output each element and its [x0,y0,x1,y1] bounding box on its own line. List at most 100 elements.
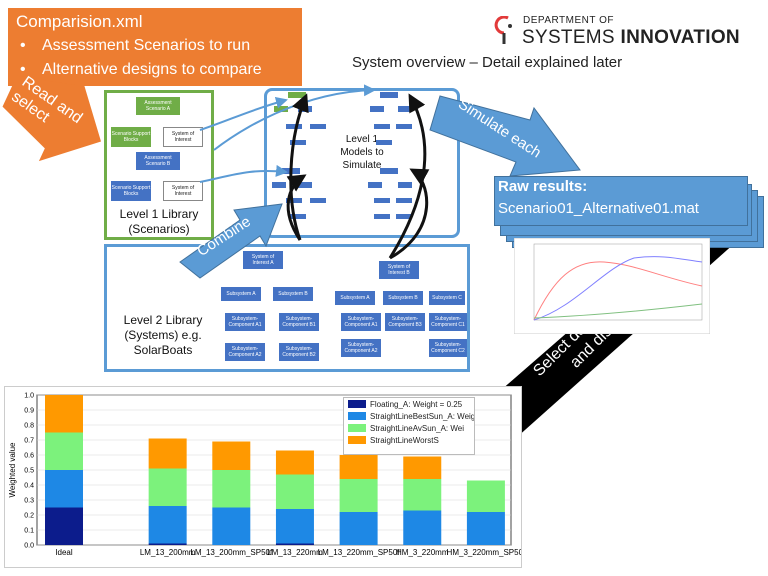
scenario-a-node: Assessment Scenario A [136,97,180,115]
component-c2-node: Subsystem-Component C2 [429,339,467,357]
x-tick-label: HM_3_220mm [396,548,449,557]
subsystem-b-node: Subsystem B [383,291,423,305]
bar-segment [275,543,314,545]
x-tick-label: Ideal [55,548,73,557]
support-blocks-node: Scenario Support Blocks [111,127,151,147]
x-tick-label: LM_13_220mm [267,548,323,557]
legend-label: StraightLineAvSun_A: Wei [370,423,464,433]
raw-results-title: Raw results: [498,178,588,195]
soi-a-node: System of Interest A [243,251,283,269]
x-tick-label: LM_13_200mm [140,548,196,557]
bar-segment [212,441,251,470]
soi-node: System of Interest [163,127,203,147]
y-tick-label: 0.7 [24,438,34,445]
chart-canvas: 0.0 0.1 0.2 0.3 0.4 0.5 0.6 0.7 0.8 0.9 1.0Weighte… [8,393,526,558]
bar-segment [212,507,251,545]
level1-caption: Level 1 Library (Scenarios) [119,207,199,236]
legend-label: StraightLineBestSun_A: Weight [370,411,474,421]
component-a2-node: Subsystem-Component A2 [341,339,381,357]
y-tick-label: 0.1 [24,528,34,535]
legend-entry: Floating_A: Weight = 0.25 [344,398,474,410]
level1-models-panel: Level 1 Models to Simulate [264,88,460,238]
legend-swatch [348,412,366,420]
bar-segment [45,507,83,545]
y-tick-label: 0.0 [24,543,34,550]
legend-entry: StraightLineAvSun_A: Wei [344,422,474,434]
bar-segment [339,512,378,545]
subsystem-a-node: Subsystem A [221,287,261,301]
component-a1-node: Subsystem-Component A1 [341,313,381,331]
x-tick-label: HM_3_220mm_SP50f [447,548,521,557]
legend-entry: StraightLineWorstS [344,434,474,446]
legend-swatch [348,436,366,444]
y-tick-label: 0.3 [24,498,34,505]
legend-entry: StraightLineBestSun_A: Weight [344,410,474,422]
subsystem-a-node: Subsystem A [335,291,375,305]
component-a2-node: Subsystem-Component A2 [225,343,265,361]
logo-innovation: INNOVATION [620,27,740,48]
legend-swatch [348,400,366,408]
bar-segment [275,450,314,475]
models-caption: Level 1 Models to Simulate [340,134,384,171]
chart-legend: Floating_A: Weight = 0.25 StraightLineBe… [343,397,475,455]
y-tick-label: 0.5 [24,468,34,475]
bar-segment [403,510,442,545]
y-tick-label: 0.4 [24,483,34,490]
bar-segment [148,438,187,469]
y-tick-label: 1.0 [24,393,34,400]
y-tick-label: 0.8 [24,423,34,430]
soi-node: System of Interest [163,181,203,201]
component-b1-node: Subsystem-Component B1 [279,313,319,331]
bar-segment [466,512,505,545]
callout-bullet: Alternative designs to compare [20,58,262,82]
callout-bullets: Assessment Scenarios to run Alternative … [20,34,262,82]
soi-b-node: System of Interest B [379,261,419,279]
legend-label: Floating_A: Weight = 0.25 [370,399,463,409]
callout-bullet: Assessment Scenarios to run [20,34,262,58]
level2-caption: Level 2 Library (Systems) e.g. SolarBoat… [123,313,203,357]
callout-title: Comparision.xml [16,12,143,31]
bar-segment [148,468,187,506]
component-a1-node: Subsystem-Component A1 [225,313,265,331]
subsystem-c-node: Subsystem C [429,291,465,305]
support-blocks-node: Scenario Support Blocks [111,181,151,201]
component-c1-node: Subsystem-Component C1 [429,313,467,331]
y-tick-label: 0.9 [24,408,34,415]
component-b2-node: Subsystem-Component B2 [279,343,319,361]
bar-segment [148,543,187,545]
bar-segment [275,509,314,544]
bar-segment [148,506,187,544]
bar-segment [212,470,251,508]
bar-segment [403,456,442,479]
legend-swatch [348,424,366,432]
bar-segment [45,432,83,470]
subsystem-b-node: Subsystem B [273,287,313,301]
component-b3-node: Subsystem-Component B3 [385,313,425,331]
legend-label: StraightLineWorstS [370,435,439,445]
level2-library-panel: System of Interest A System of Interest … [104,244,470,372]
y-axis-label: Weighted value [8,442,17,498]
level1-library-panel: Assessment Scenario A Scenario Support B… [104,90,214,240]
logo-line1: DEPARTMENT OF [523,15,614,26]
bar-segment [45,470,83,508]
raw-results-file: Scenario01_Alternative01.mat [498,200,699,217]
raw-card-front [494,176,748,226]
comparison-callout: Comparision.xml Assessment Scenarios to … [8,8,302,86]
logo-line2: SYSTEMS INNOVATION [522,27,740,49]
bar-segment [45,395,83,433]
department-logo-icon [492,15,518,46]
bar-segment [339,455,378,479]
bar-segment [403,479,442,511]
bar-segment [339,479,378,512]
logo-systems: SYSTEMS [522,27,621,48]
bar-segment [466,480,505,512]
y-tick-label: 0.2 [24,513,34,520]
overview-title: System overview – Detail explained later [352,54,623,71]
read-select-arrow [2,72,102,162]
y-tick-label: 0.6 [24,453,34,460]
bar-segment [275,474,314,509]
x-tick-label: LM_13_220mm_SP50f [318,548,401,557]
raw-results-plot [514,238,710,334]
x-tick-label: LM_13_200mm_SP50f [190,548,273,557]
